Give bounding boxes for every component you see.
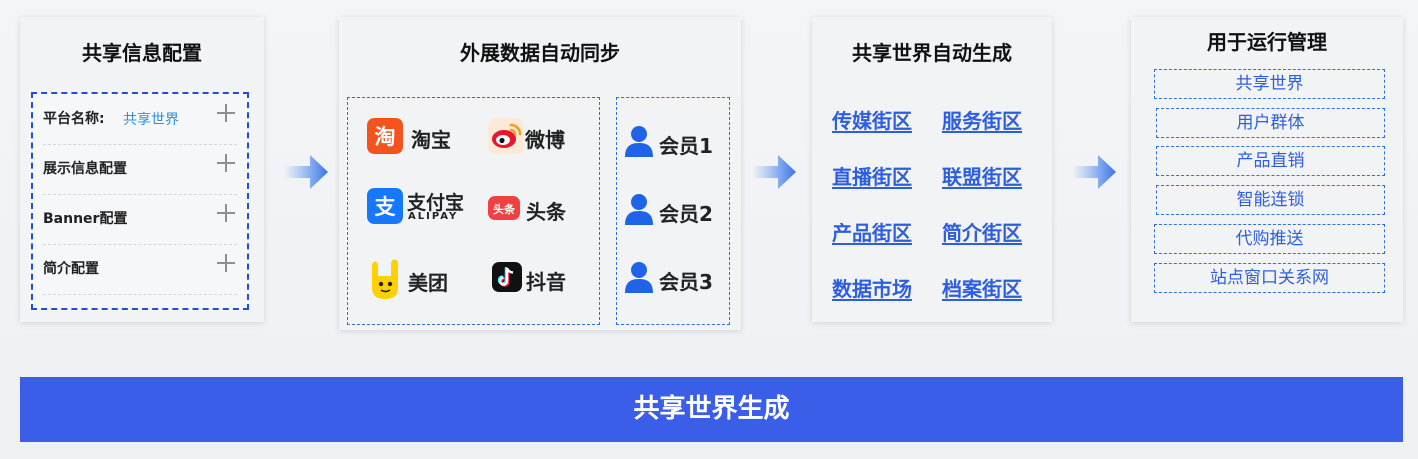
- alipay-icon: 支: [367, 188, 403, 224]
- config-row-label: Banner配置: [43, 211, 128, 227]
- street-link-archive[interactable]: 档案街区: [942, 277, 1022, 301]
- app-name: 淘宝: [411, 128, 451, 152]
- member-name: 会员1: [659, 134, 713, 158]
- manage-card: 用于运行管理 共享世界 用户群体 产品直销 智能连锁 代购推送 站点窗口关系网: [1131, 17, 1403, 322]
- apps-box: 淘 淘宝 微博 支 支付宝 ALIPAY: [347, 97, 600, 325]
- config-row-display-info[interactable]: 展示信息配置: [43, 144, 237, 195]
- config-row-platform-name[interactable]: 平台名称: 共享世界: [43, 94, 237, 145]
- config-row-label: 展示信息配置: [43, 161, 127, 177]
- config-row-label: 平台名称:: [43, 111, 105, 127]
- user-icon: [625, 126, 653, 157]
- flow-arrow-icon: [752, 155, 796, 189]
- streets-card-title: 共享世界自动生成: [852, 41, 1012, 65]
- member-name: 会员2: [659, 202, 713, 226]
- street-link-media[interactable]: 传媒街区: [832, 109, 912, 133]
- manage-card-title: 用于运行管理: [1207, 30, 1327, 54]
- street-link-service[interactable]: 服务街区: [942, 109, 1022, 133]
- flow-arrow-icon: [284, 155, 328, 189]
- config-row-intro[interactable]: 简介配置: [43, 244, 237, 295]
- weibo-icon: [488, 118, 524, 154]
- manage-item-site-network[interactable]: 站点窗口关系网: [1154, 263, 1385, 293]
- app-name: 支付宝: [407, 192, 465, 214]
- street-link-intro[interactable]: 简介街区: [942, 221, 1022, 245]
- svg-text:头条: 头条: [493, 202, 516, 216]
- sync-card-title: 外展数据自动同步: [460, 41, 620, 65]
- alipay-subtitle: ALIPAY: [408, 211, 459, 222]
- douyin-icon: [492, 262, 522, 292]
- members-box: 会员1 会员2 会员3: [616, 97, 730, 325]
- config-list: 平台名称: 共享世界 展示信息配置 Banner配置 简介配置: [31, 92, 249, 310]
- config-row-banner[interactable]: Banner配置: [43, 194, 237, 245]
- platform-name-value: 共享世界: [123, 112, 179, 128]
- taobao-icon: 淘: [367, 118, 403, 154]
- app-alipay[interactable]: 支 支付宝 ALIPAY: [367, 188, 472, 224]
- app-name: 抖音: [526, 270, 566, 294]
- flow-arrow-icon: [1072, 155, 1116, 189]
- app-name: 头条: [526, 200, 566, 224]
- plus-icon[interactable]: [217, 154, 235, 172]
- user-icon: [625, 262, 653, 293]
- svg-text:淘: 淘: [375, 125, 396, 149]
- street-link-alliance[interactable]: 联盟街区: [942, 165, 1022, 189]
- app-name: 微博: [525, 128, 565, 152]
- sync-card: 外展数据自动同步 淘 淘宝 微博 支: [339, 17, 741, 330]
- plus-icon[interactable]: [217, 204, 235, 222]
- plus-icon[interactable]: [217, 104, 235, 122]
- user-icon: [625, 194, 653, 225]
- svg-text:支: 支: [375, 195, 397, 219]
- streets-card: 共享世界自动生成 传媒街区 服务街区 直播街区 联盟街区 产品街区 简介街区 数…: [812, 17, 1052, 322]
- manage-item-proxy-push[interactable]: 代购推送: [1154, 224, 1385, 254]
- meituan-icon: [372, 259, 398, 299]
- config-card: 共享信息配置 平台名称: 共享世界 展示信息配置 Banner配置 简介配置: [20, 17, 264, 322]
- manage-item-user-groups[interactable]: 用户群体: [1156, 108, 1385, 138]
- member-name: 会员3: [659, 270, 713, 294]
- street-link-data-market[interactable]: 数据市场: [832, 277, 912, 301]
- manage-item-smart-chain[interactable]: 智能连锁: [1156, 185, 1385, 215]
- config-row-label: 简介配置: [43, 261, 99, 277]
- toutiao-icon: 头条: [488, 196, 520, 220]
- street-link-product[interactable]: 产品街区: [832, 221, 912, 245]
- plus-icon[interactable]: [217, 254, 235, 272]
- manage-item-direct-sales[interactable]: 产品直销: [1156, 146, 1385, 176]
- config-card-title: 共享信息配置: [82, 41, 202, 65]
- bottom-banner: 共享世界生成: [20, 377, 1403, 442]
- app-name: 美团: [408, 271, 448, 295]
- manage-item-shared-world[interactable]: 共享世界: [1154, 69, 1385, 99]
- street-link-live[interactable]: 直播街区: [832, 165, 912, 189]
